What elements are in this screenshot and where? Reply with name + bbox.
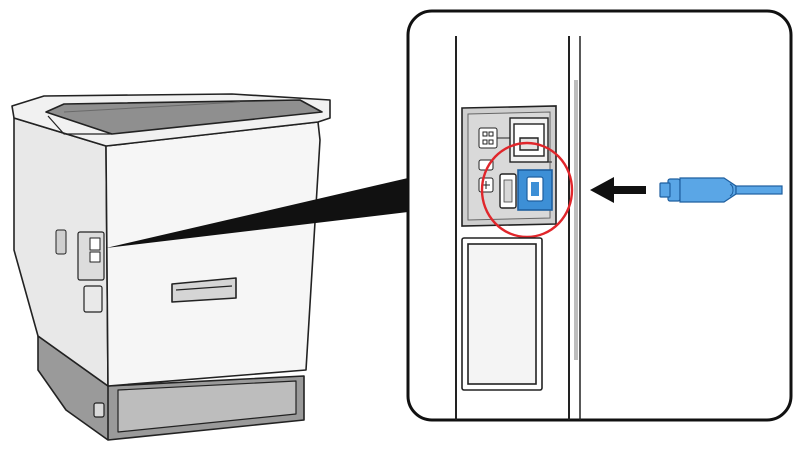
ethernet-port-icon	[478, 127, 498, 149]
rear-handle	[171, 277, 237, 303]
printer-rear-panel	[105, 121, 321, 387]
usb-cable-icon	[659, 177, 783, 203]
printer-illustration	[11, 93, 331, 441]
highlight-circle	[480, 141, 574, 239]
lower-slot	[461, 237, 543, 391]
zoom-detail-panel	[406, 9, 793, 422]
ethernet-socket	[509, 117, 549, 163]
usb-b-icon	[517, 169, 553, 211]
base-latch	[93, 402, 105, 418]
callout-pointer	[106, 178, 408, 248]
arrow-left-icon	[590, 177, 646, 203]
output-tray	[45, 99, 323, 135]
